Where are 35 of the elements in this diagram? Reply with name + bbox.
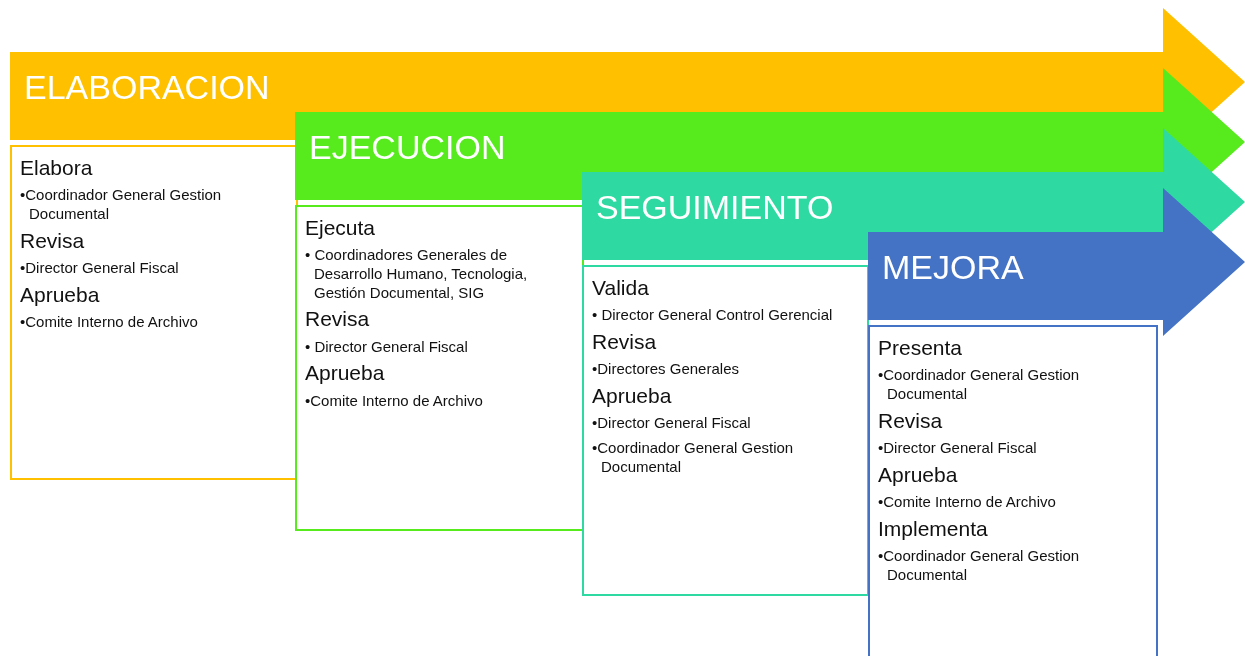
role-member: • Director General Fiscal [305, 337, 469, 357]
phase-title: MEJORA [882, 250, 1024, 284]
role-heading: Revisa [592, 328, 658, 355]
phase-title: SEGUIMIENTO [596, 190, 834, 224]
role-member: •Coordinador General Gestion Documental [592, 438, 795, 477]
role-box [868, 325, 1158, 656]
role-member: •Comite Interno de Archivo [20, 312, 199, 332]
role-member: •Coordinador General Gestion Documental [878, 546, 1081, 585]
phase-title: EJECUCION [309, 130, 506, 164]
role-heading: Revisa [20, 227, 86, 253]
role-member: • Coordinadores Generales de Desarrollo Humano, Tecnologia, Gestión Documental, SIG [305, 246, 529, 303]
role-heading: Aprueba [878, 461, 959, 487]
role-member: •Coordinador General Gestion Documental [878, 366, 1081, 404]
role-heading: Revisa [305, 306, 371, 332]
role-heading: Valida [592, 275, 650, 301]
role-member: •Directores Generales [592, 360, 740, 379]
phase-title: ELABORACION [24, 70, 270, 104]
role-heading: Aprueba [592, 382, 673, 409]
role-member: •Coordinador General Gestion Documental [20, 186, 223, 224]
role-heading: Presenta [878, 335, 964, 361]
role-heading: Implementa [878, 515, 989, 541]
role-heading: Ejecuta [305, 215, 377, 241]
role-member: •Director General Fiscal [878, 438, 1038, 458]
role-member: •Comite Interno de Archivo [305, 391, 484, 411]
role-heading: Revisa [878, 407, 944, 433]
role-heading: Aprueba [305, 360, 386, 386]
role-member: •Comite Interno de Archivo [878, 492, 1057, 512]
role-member: •Director General Fiscal [592, 414, 752, 433]
role-member: •Director General Fiscal [20, 258, 180, 278]
role-heading: Aprueba [20, 281, 101, 307]
role-box [295, 205, 584, 531]
role-heading: Elabora [20, 155, 94, 181]
role-box [10, 145, 298, 480]
role-box [582, 265, 869, 596]
role-member: • Director General Control Gerencial [592, 306, 834, 325]
